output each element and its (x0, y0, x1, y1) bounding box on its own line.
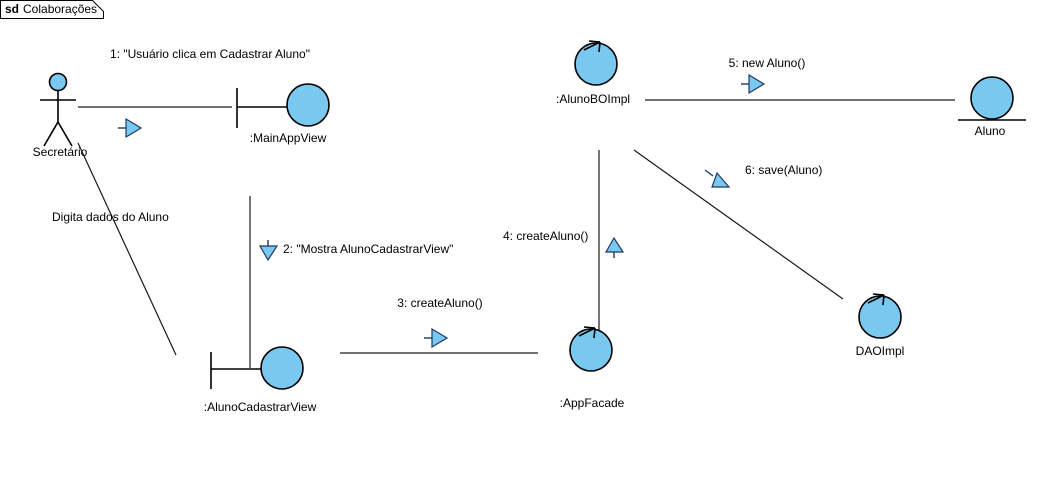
message-arrow-5 (741, 73, 766, 95)
message-label-6: 6: save(Aluno) (745, 163, 823, 177)
annotation-label-digita-dados: Digita dados do Aluno (52, 210, 169, 224)
message-arrow-3 (424, 327, 449, 349)
node-icon-secretario[interactable] (40, 72, 76, 147)
link-secretario-alunocadastrarview (77, 142, 177, 356)
message-label-1: 1: "Usuário clica em Cadastrar Aluno" (110, 47, 310, 61)
message-label-5: 5: new Aluno() (728, 56, 806, 70)
node-label-alunoboimpl: :AlunoBOImpl (556, 92, 631, 106)
frame-tab-shape (0, 0, 104, 19)
node-icon-mainappview[interactable] (236, 83, 330, 128)
node-label-mainappview: :MainAppView (249, 131, 327, 145)
node-label-appfacade: :AppFacade (559, 396, 625, 410)
node-label-alunocadastrarview: :AlunoCadastrarView (203, 400, 317, 414)
frame-keyword: sd (5, 2, 20, 16)
frame-tab-label: sd Colaborações (0, 0, 113, 19)
node-label-secretario: Secretário (32, 145, 88, 159)
message-arrow-1 (118, 117, 143, 139)
message-arrow-6 (704, 169, 731, 188)
message-arrow-4 (604, 236, 625, 258)
node-label-daoimpl: DAOImpl (855, 344, 905, 358)
node-icon-aluno[interactable] (958, 76, 1026, 121)
message-arrow-2 (258, 240, 279, 262)
message-label-3: 3: createAluno() (397, 296, 483, 310)
link-alunoboimpl-daoimpl (633, 149, 844, 300)
node-icon-alunocadastrarview[interactable] (210, 346, 304, 390)
message-label-4: 4: createAluno() (503, 229, 589, 243)
message-label-2: 2: "Mostra AlunoCadastrarView" (283, 242, 454, 256)
node-icon-daoimpl[interactable] (858, 293, 902, 339)
node-icon-appfacade[interactable] (569, 326, 613, 372)
frame-name: Colaborações (23, 2, 98, 16)
node-icon-alunoboimpl[interactable] (574, 40, 618, 86)
node-label-aluno: Aluno (974, 124, 1006, 138)
